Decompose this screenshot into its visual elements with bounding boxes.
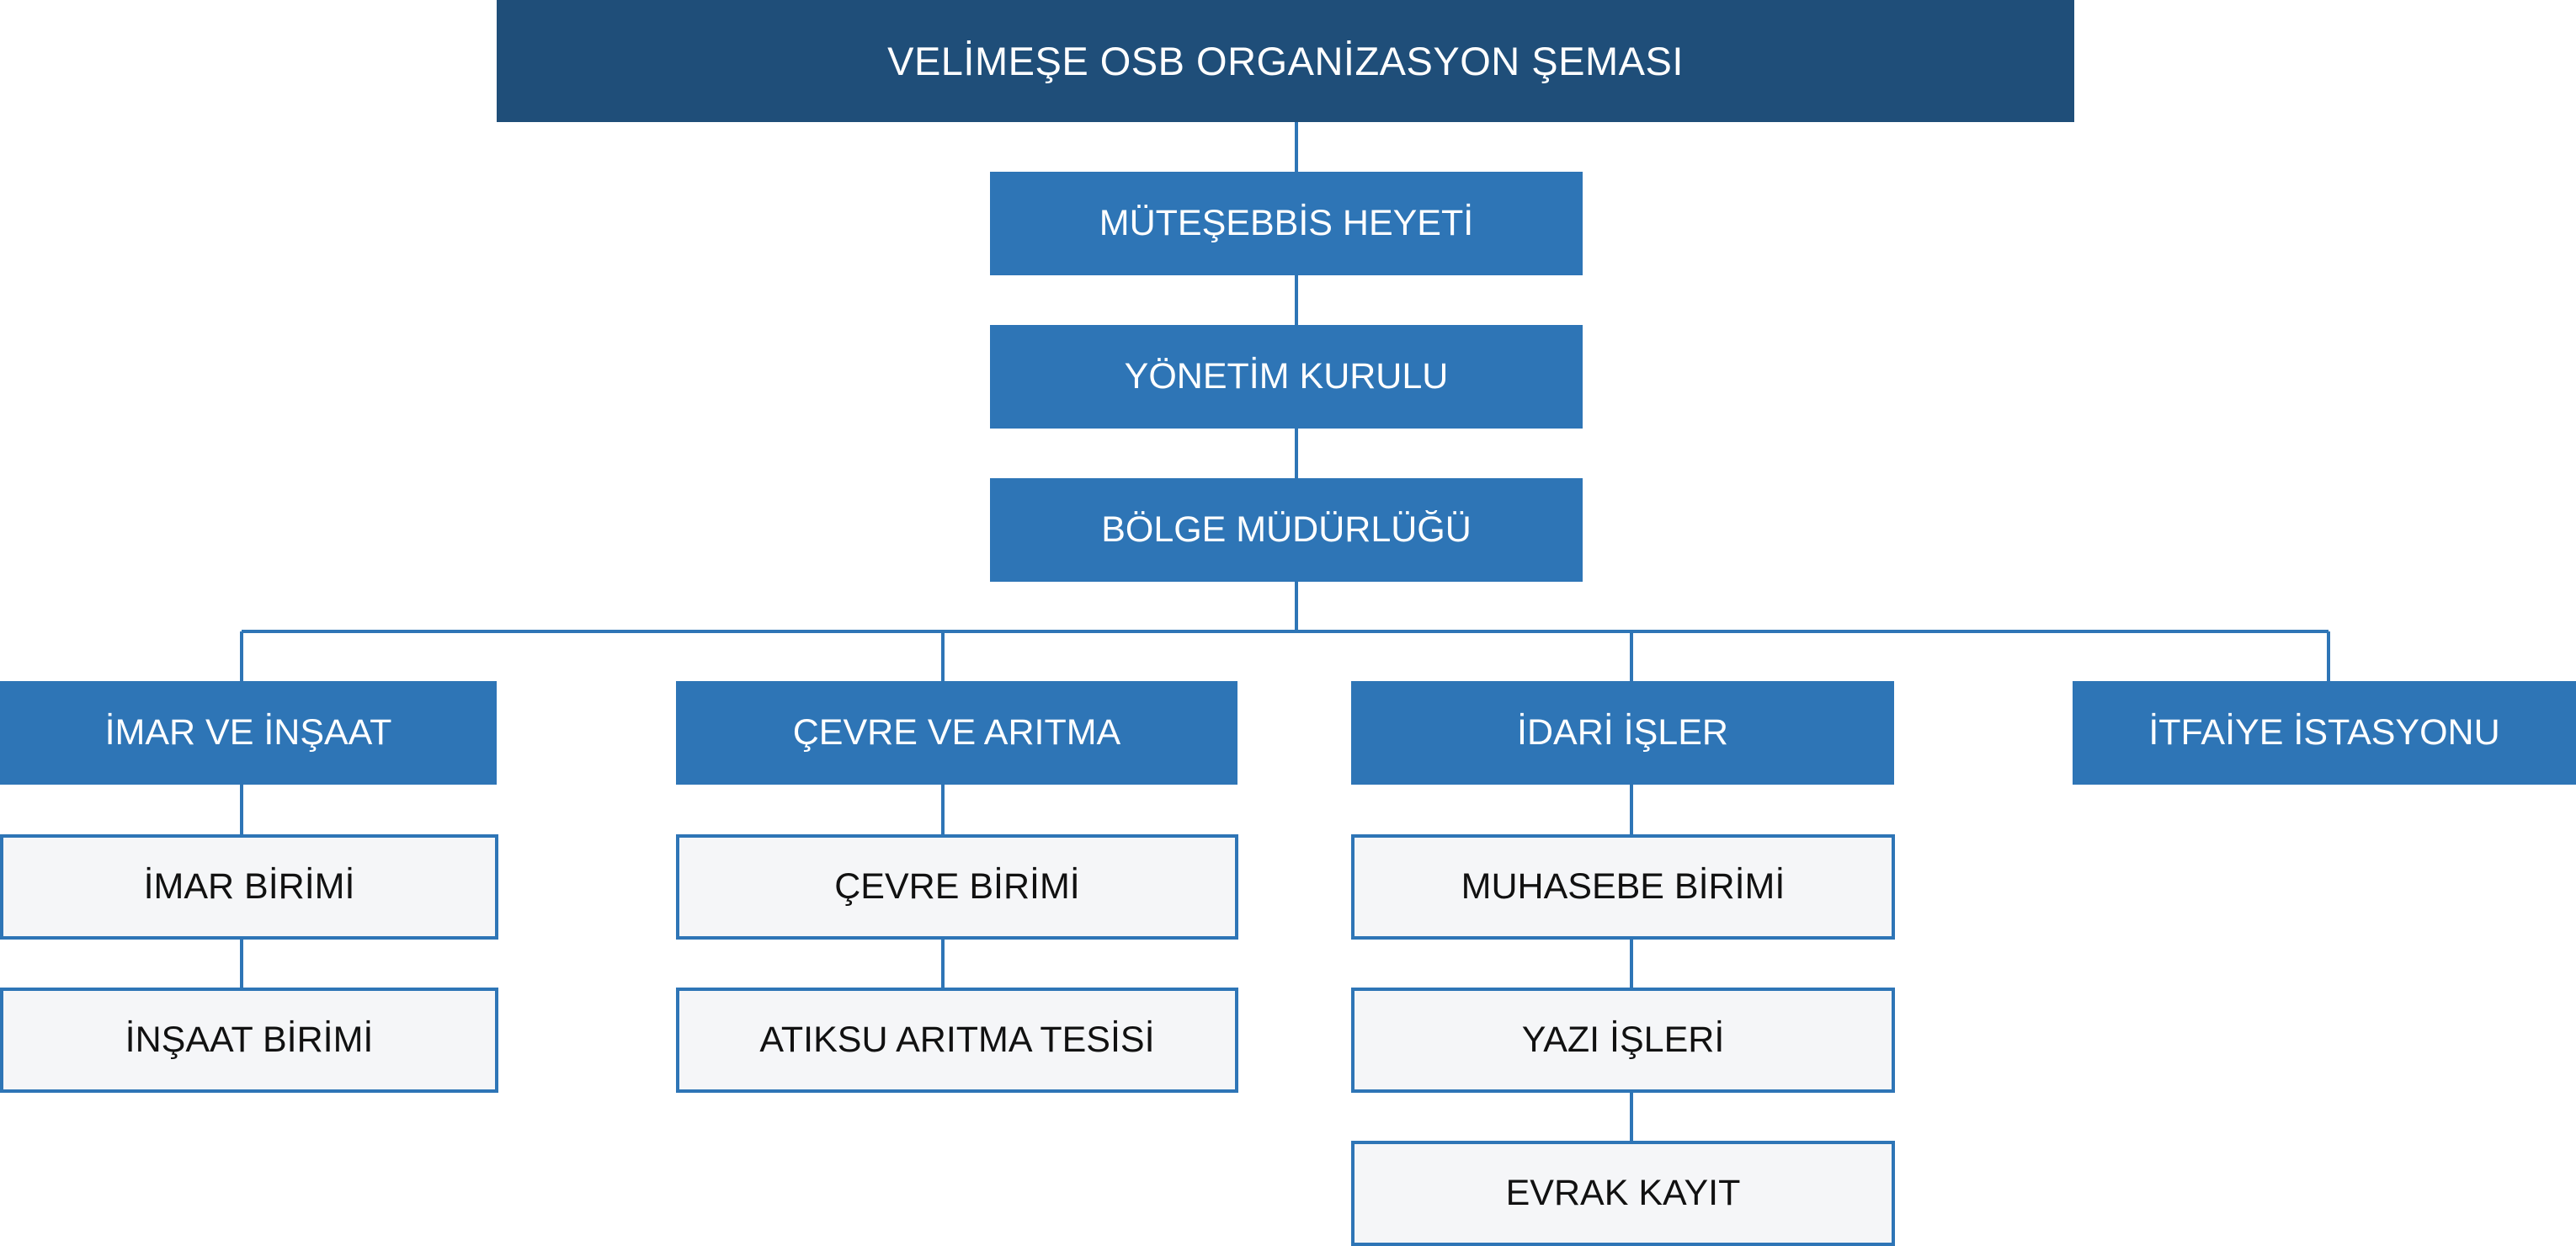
department-idari-isler: İDARİ İŞLER: [1351, 681, 1894, 785]
node-muteşebbis-heyeti: MÜTEŞEBBİS HEYETİ: [990, 172, 1583, 275]
node-yonetim-kurulu: YÖNETİM KURULU: [990, 325, 1583, 429]
chart-title: VELİMEŞE OSB ORGANİZASYON ŞEMASI: [497, 0, 2074, 122]
department-imar-ve-insaat: İMAR VE İNŞAAT: [0, 681, 497, 785]
unit-imar-birimi: İMAR BİRİMİ: [0, 834, 498, 940]
department-itfaiye-istasyonu: İTFAİYE İSTASYONU: [2073, 681, 2576, 785]
unit-insaat-birimi: İNŞAAT BİRİMİ: [0, 988, 498, 1093]
department-cevre-ve-aritma: ÇEVRE VE ARITMA: [676, 681, 1237, 785]
unit-evrak-kayit: EVRAK KAYIT: [1351, 1141, 1895, 1246]
unit-yazi-isleri: YAZI İŞLERİ: [1351, 988, 1895, 1093]
node-bolge-mudurlugu: BÖLGE MÜDÜRLÜĞÜ: [990, 478, 1583, 582]
unit-muhasebe-birimi: MUHASEBE BİRİMİ: [1351, 834, 1895, 940]
unit-cevre-birimi: ÇEVRE BİRİMİ: [676, 834, 1238, 940]
unit-atiksu-aritma-tesisi: ATIKSU ARITMA TESİSİ: [676, 988, 1238, 1093]
